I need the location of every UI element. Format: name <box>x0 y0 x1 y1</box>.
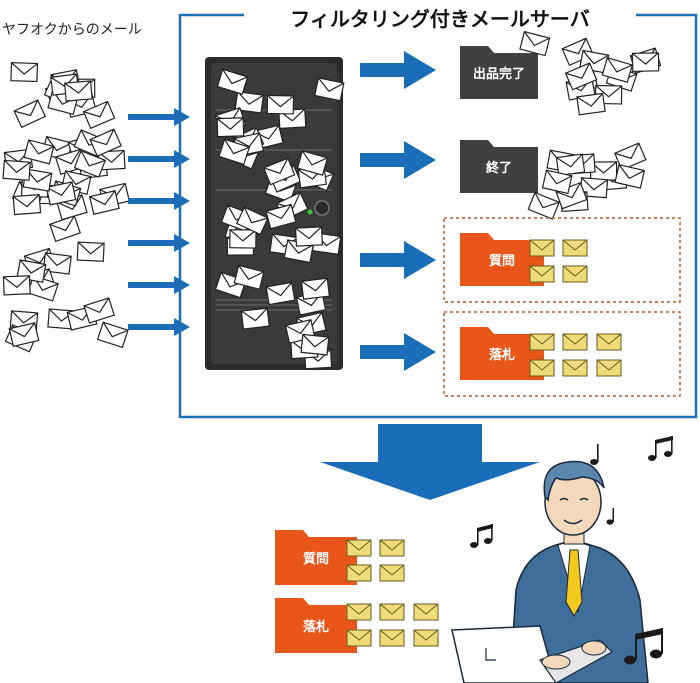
bottom-folder-label-question: 質問 <box>303 551 329 567</box>
envelope-icon <box>379 564 405 582</box>
businessman-illustration <box>451 460 649 683</box>
envelope-icon <box>300 333 330 356</box>
folder-label-ended: 終了 <box>486 160 512 176</box>
arrow-right-icon <box>360 333 436 371</box>
envelope-icon <box>529 239 555 257</box>
title-backdrop <box>244 2 636 32</box>
envelope-icon <box>519 31 551 57</box>
envelope-icon <box>49 215 81 242</box>
envelope-icon <box>240 307 270 330</box>
folder-ended: 終了 <box>460 140 647 220</box>
envelope-icon <box>596 359 622 377</box>
envelope-icon <box>379 603 405 621</box>
incoming-mail-pile <box>2 62 130 353</box>
envelope-icon <box>64 80 93 102</box>
bottom-folder-question: 質問 <box>275 530 405 585</box>
folder-winning-bid: 落札 <box>443 311 681 397</box>
envelope-icon <box>529 265 555 283</box>
envelope-icon <box>529 333 555 351</box>
envelope-icon <box>229 229 257 249</box>
folder-question: 質問 <box>443 217 681 303</box>
envelope-icon <box>562 239 588 257</box>
server-tower <box>205 57 345 370</box>
envelope-icon <box>631 52 660 72</box>
envelope-icon <box>2 275 31 296</box>
envelope-icon <box>89 190 120 215</box>
sorting-arrows <box>360 51 436 371</box>
envelope-icon <box>601 57 633 83</box>
envelope-icon <box>294 226 324 247</box>
envelope-icon <box>562 265 588 283</box>
arrow-right-icon <box>360 141 436 179</box>
envelope-icon <box>76 241 105 262</box>
bottom-folder-label-winning-bid: 落札 <box>303 619 329 635</box>
envelope-icon <box>216 117 245 138</box>
envelope-icon <box>596 333 622 351</box>
music-note-icon <box>648 436 673 461</box>
envelope-icon <box>83 297 115 324</box>
envelope-icon <box>346 603 372 621</box>
laptop-icon <box>451 625 557 683</box>
envelope-icon <box>346 564 372 582</box>
envelope-icon <box>379 629 405 647</box>
envelope-icon <box>346 629 372 647</box>
folder-shipped: 出品完了 <box>460 31 662 116</box>
envelope-icon <box>266 94 295 115</box>
envelope-icon <box>13 99 46 128</box>
source-label: ヤフオクからのメール <box>2 22 142 38</box>
envelope-icon <box>562 359 588 377</box>
envelope-icon <box>413 629 439 647</box>
music-note-icon <box>470 524 493 548</box>
envelope-icon <box>10 62 39 83</box>
envelope-icon <box>562 333 588 351</box>
bottom-folder-winning-bid: 落札 <box>275 598 439 653</box>
music-note-icon <box>624 628 663 665</box>
music-note-icon <box>606 508 614 525</box>
arrow-right-icon <box>360 51 436 89</box>
folder-label-winning-bid: 落札 <box>489 347 515 363</box>
folder-label-shipped: 出品完了 <box>473 66 525 82</box>
envelope-icon <box>576 92 606 116</box>
envelope-icon <box>527 192 560 220</box>
folder-label-question: 質問 <box>489 253 515 269</box>
envelope-icon <box>379 539 405 557</box>
arrow-down-icon <box>320 424 540 500</box>
envelope-icon <box>300 277 330 300</box>
envelope-icon <box>97 321 129 348</box>
envelope-icon <box>529 359 555 377</box>
envelope-icon <box>2 159 31 181</box>
music-notes <box>470 436 673 665</box>
music-note-icon <box>590 444 599 465</box>
envelope-icon <box>12 194 42 216</box>
arrow-right-icon <box>360 241 436 279</box>
envelope-icon <box>555 153 586 177</box>
envelope-icon <box>346 539 372 557</box>
server-title: フィルタリング付きメールサーバ <box>290 7 589 31</box>
envelope-icon <box>413 603 439 621</box>
envelope-icon <box>265 281 296 306</box>
